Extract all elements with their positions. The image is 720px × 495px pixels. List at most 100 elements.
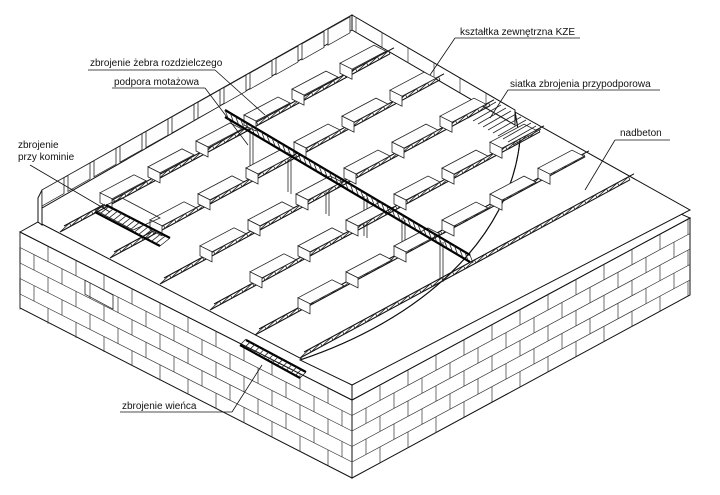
chimney-cage-stirrups bbox=[94, 203, 171, 247]
brick-course-left bbox=[19, 278, 353, 447]
mesh-bar bbox=[512, 128, 542, 146]
rib-bar-bottom bbox=[224, 116, 471, 263]
nadbeton-label: nadbeton bbox=[620, 128, 662, 139]
hollow-block-top bbox=[341, 97, 389, 123]
hollow-block-side bbox=[291, 88, 305, 106]
mesh-bar bbox=[507, 125, 537, 143]
ring-stirrup bbox=[285, 364, 293, 371]
back-wall-block bbox=[41, 176, 65, 207]
rib-stirrup bbox=[365, 193, 370, 202]
rib-stirrup bbox=[433, 233, 437, 242]
chimney-stirrup bbox=[138, 226, 149, 235]
back-wall-block bbox=[145, 118, 169, 149]
rib-stirrup bbox=[344, 180, 349, 190]
rib-stirrup bbox=[271, 137, 276, 146]
rib-stirrup bbox=[417, 224, 422, 233]
rib-bar-top bbox=[224, 109, 471, 256]
rib-stirrup bbox=[407, 217, 411, 227]
podpora-leader bbox=[204, 87, 249, 146]
hollow-block-side bbox=[295, 193, 309, 211]
rib-stirrup bbox=[370, 196, 375, 205]
rib-stirrup bbox=[266, 134, 271, 143]
rib-stirrup bbox=[396, 211, 401, 220]
chimney-cage-top bbox=[94, 197, 161, 231]
mesh-bar bbox=[477, 107, 507, 125]
ring-stirrup bbox=[267, 353, 274, 361]
hollow-block-side bbox=[391, 141, 405, 159]
distribution-rib bbox=[224, 109, 474, 264]
rib-stirrup bbox=[422, 227, 427, 236]
mesh-bar bbox=[492, 116, 522, 134]
hollow-block-top bbox=[249, 253, 297, 279]
hollow-block-top bbox=[439, 97, 487, 123]
hollow-block-side bbox=[199, 245, 213, 263]
hollow-block-top bbox=[441, 201, 489, 227]
beam-lattice bbox=[159, 102, 491, 285]
rib-stirrup bbox=[381, 202, 385, 211]
rib-stirrup bbox=[313, 162, 317, 171]
rib-stirrup bbox=[245, 122, 250, 131]
mesh-bar bbox=[482, 110, 512, 128]
zebro-leader bbox=[214, 69, 266, 116]
beam-lattice bbox=[209, 128, 541, 311]
rib-stirrup bbox=[349, 183, 354, 193]
hollow-block-side bbox=[147, 166, 161, 184]
back-wall-block bbox=[301, 30, 325, 61]
brick-course-left bbox=[19, 293, 353, 463]
hollow-block-side bbox=[537, 167, 551, 185]
siatka-leader bbox=[489, 89, 509, 119]
ring-stirrup bbox=[295, 369, 302, 376]
rib-stirrup bbox=[339, 177, 344, 187]
hollow-block-top bbox=[297, 279, 345, 305]
chimney-bar-1 bbox=[94, 211, 161, 247]
chimney-stirrup bbox=[99, 205, 110, 215]
ring-stirrup bbox=[258, 348, 265, 356]
chimney-stirrup bbox=[133, 224, 145, 233]
hollow-block-side bbox=[393, 245, 407, 263]
rib-stirrup bbox=[459, 248, 463, 257]
brick-course-left bbox=[19, 262, 353, 432]
komin-leader bbox=[29, 164, 111, 213]
zebro-label: zbrojenie żebra rozdzielczego bbox=[90, 58, 223, 69]
hollow-block-side bbox=[489, 141, 503, 159]
rib-stirrup bbox=[281, 143, 286, 153]
hollow-block-side bbox=[297, 297, 311, 315]
back-wall-block bbox=[67, 162, 91, 192]
rib-stirrup bbox=[328, 171, 333, 180]
ring-stirrup bbox=[239, 338, 247, 346]
rib-stirrup bbox=[427, 230, 432, 239]
hollow-block-side bbox=[441, 219, 455, 237]
ring-stirrup bbox=[272, 356, 279, 364]
chimney-stirrup bbox=[107, 210, 119, 220]
beam-lattice bbox=[109, 76, 441, 259]
nadbeton-leader bbox=[584, 139, 616, 191]
ring-stirrup bbox=[290, 366, 298, 374]
rib-stirrup bbox=[453, 245, 458, 254]
chimney-stirrup bbox=[155, 235, 166, 245]
support-mesh-bars bbox=[467, 101, 542, 146]
brick-course-right bbox=[351, 248, 691, 432]
brick-course-left bbox=[19, 247, 353, 416]
outer-wall bbox=[18, 209, 692, 479]
wienca-label: zbrojenie wieńca bbox=[122, 401, 197, 412]
hollow-block-side bbox=[341, 115, 355, 133]
ring-stirrup bbox=[253, 346, 261, 353]
chimney-stirrup bbox=[112, 212, 123, 222]
komin-label-line1: zbrojenie bbox=[18, 140, 59, 151]
hollow-block-top bbox=[247, 201, 295, 227]
ksztaltka-label: kształtka zewnętrzna KZE bbox=[460, 27, 575, 38]
beam-top-chord bbox=[303, 173, 635, 353]
back-wall-block bbox=[171, 103, 195, 134]
ring-bar-1 bbox=[239, 344, 301, 379]
rib-stirrup bbox=[412, 220, 417, 230]
rib-stirrup bbox=[224, 109, 229, 119]
wall-brick-courses bbox=[19, 219, 691, 478]
back-wall-block bbox=[223, 74, 247, 105]
back-wall-outer bbox=[37, 189, 43, 226]
hollow-block-top bbox=[441, 149, 489, 175]
chimney-stirrup bbox=[94, 203, 106, 213]
mesh-bar bbox=[467, 101, 497, 119]
chimney-bar-2 bbox=[105, 204, 171, 239]
